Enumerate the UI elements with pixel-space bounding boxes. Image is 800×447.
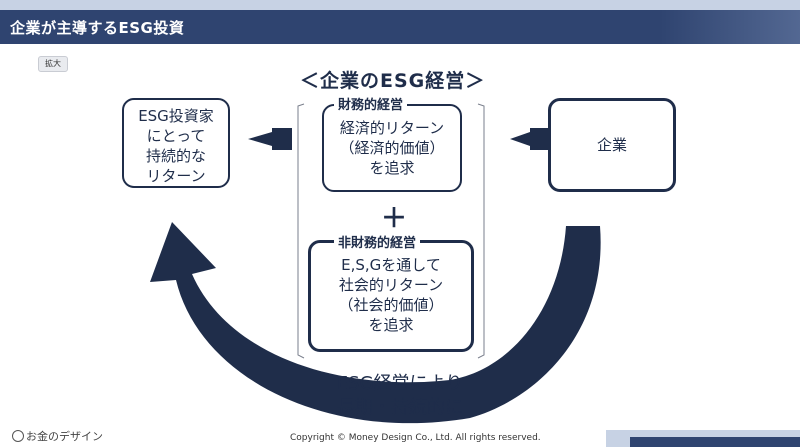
financial-box: 経済的リターン （経済的価値） を追求 [322,104,462,192]
arrow-company-to-center [510,128,548,150]
zoom-button[interactable]: 拡大 [38,56,68,72]
nonfinancial-line-3: （社会的価値） [338,296,444,314]
investor-line-2: にとって [146,127,206,145]
company-label: 企業 [596,136,627,154]
investor-line-4: リターン [146,167,206,185]
financial-line-2: （経済的価値） [339,139,445,157]
nonfinancial-box: E,S,Gを通して 社会的リターン （社会的価値） を追求 [308,240,474,352]
financial-label: 財務的経営 [334,94,408,113]
header-top-strip [0,0,800,10]
brand-name: お金のデザイン [26,430,103,443]
curved-arrow [150,222,601,424]
nonfinancial-line-1: E,S,Gを通して [341,256,441,274]
title-bar [0,10,800,44]
copyright: Copyright © Money Design Co., Ltd. All r… [290,433,541,443]
nonfinancial-line-2: 社会的リターン [338,276,444,294]
financial-line-1: 経済的リターン [339,119,445,137]
company-box: 企業 [548,98,676,192]
nonfinancial-label: 非財務的経営 [334,232,421,251]
left-bracket [297,103,305,359]
right-bracket [477,103,485,359]
investor-box: ESG投資家 にとって 持続的な リターン [122,98,230,188]
brand-logo-icon [12,430,24,442]
bottom-caption: ESG経営により 長期・持続的に [300,372,500,420]
caption-line-1: ESG経営により [336,373,464,394]
arrow-center-to-investor [248,128,292,150]
footer-bar-dark [630,437,800,447]
caption-line-2: 長期・持続的に [337,397,463,418]
financial-line-3: を追求 [369,159,415,177]
page-title: 企業が主導するESG投資 [10,19,185,37]
investor-line-3: 持続的な [145,147,206,165]
plus-sign: ＋ [381,204,408,234]
diagram-heading: ＜企業のESG経営＞ [300,70,486,92]
nonfinancial-line-4: を追求 [368,316,414,334]
investor-line-1: ESG投資家 [138,107,214,125]
